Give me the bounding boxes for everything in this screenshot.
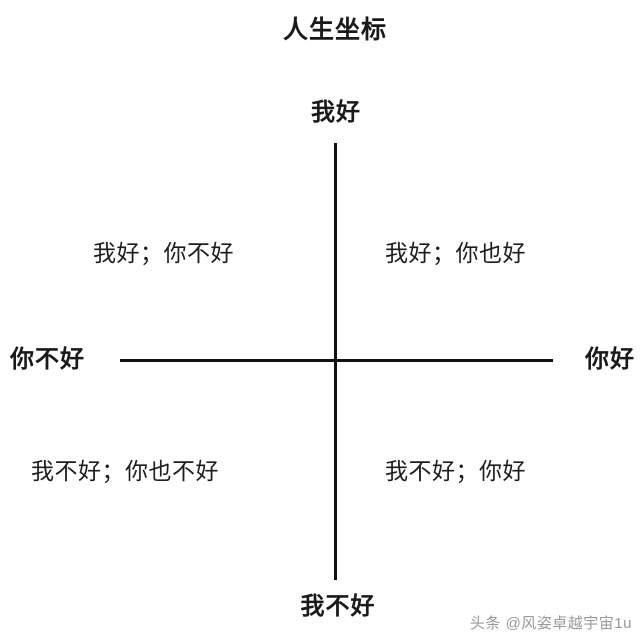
watermark-text: 头条 @风姿卓越宇宙1u	[469, 615, 632, 632]
quadrant-label-bottom-right: 我不好；你好	[385, 459, 526, 484]
quadrant-label-bottom-left: 我不好；你也不好	[31, 459, 219, 484]
axis-label-top: 我好	[311, 99, 361, 126]
page-title: 人生坐标	[282, 16, 387, 44]
horizontal-axis-line	[120, 359, 553, 362]
axis-label-bottom: 我不好	[300, 593, 376, 620]
axis-label-left: 你不好	[10, 346, 85, 373]
quadrant-label-top-left: 我好；你不好	[93, 241, 234, 266]
axis-label-right: 你好	[585, 346, 635, 373]
quadrant-label-top-right: 我好；你也好	[385, 241, 526, 266]
